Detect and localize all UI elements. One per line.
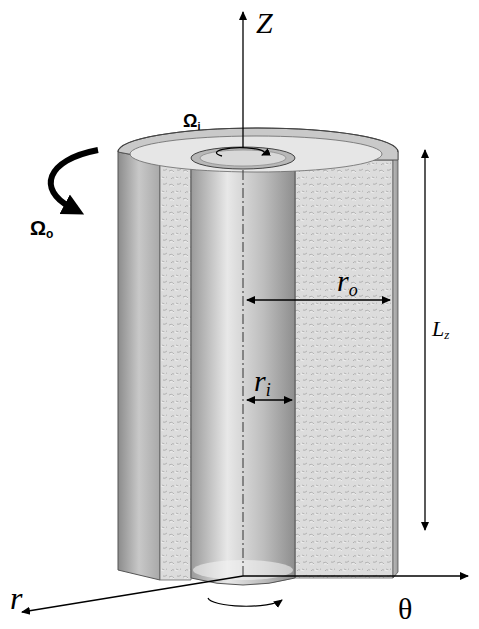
axis-label: θ [398, 594, 412, 624]
angular-velocity-label: Ωi [183, 112, 200, 131]
axis-label: Z [256, 8, 273, 38]
angular-velocity-label: Ωo [30, 218, 53, 240]
radius-label: ri [254, 366, 271, 399]
axis-label: r [10, 582, 22, 614]
radius-label: ro [337, 266, 358, 299]
length-label: Lz [432, 318, 449, 342]
